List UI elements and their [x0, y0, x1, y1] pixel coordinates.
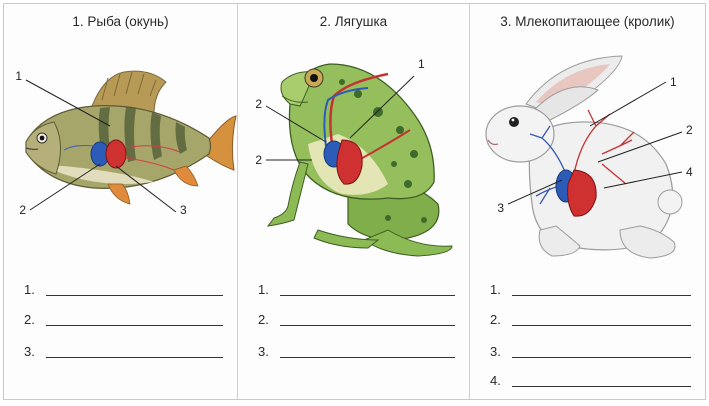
answer-row: 2. [490, 310, 691, 328]
fish-illustration: 1 2 3 [4, 34, 238, 214]
answer-blank[interactable] [280, 357, 455, 358]
answer-row: 1. [490, 280, 691, 298]
answer-blank[interactable] [46, 357, 223, 358]
worksheet: 1. Рыба (окунь) [3, 3, 706, 400]
rabbit-illustration: 1 2 3 4 [470, 34, 705, 264]
rabbit-callout-2: 2 [686, 123, 693, 137]
frog-callout-2a: 2 [255, 97, 262, 111]
fish-callout-3: 3 [180, 203, 187, 214]
panel-title: 2. Лягушка [238, 14, 469, 29]
answer-row: 1. [258, 280, 455, 298]
answer-row: 4. [490, 371, 691, 389]
frog-illustration: 1 2 2 [238, 34, 470, 264]
answer-blank[interactable] [512, 295, 691, 296]
rabbit-callout-3: 3 [497, 201, 504, 215]
answer-row: 3. [258, 342, 455, 360]
panel-rabbit: 3. Млекопитающее (кролик) [470, 4, 705, 399]
answer-row: 2. [24, 310, 223, 328]
answer-blank[interactable] [280, 295, 455, 296]
answer-blank[interactable] [280, 325, 455, 326]
panel-frog: 2. Лягушка [238, 4, 470, 399]
panel-fish: 1. Рыба (окунь) [4, 4, 238, 399]
answer-row: 3. [490, 342, 691, 360]
answer-row: 1. [24, 280, 223, 298]
answer-blank[interactable] [512, 386, 691, 387]
fish-callout-1: 1 [15, 69, 22, 83]
rabbit-callout-1: 1 [670, 75, 677, 89]
panel-title: 3. Млекопитающее (кролик) [470, 14, 705, 29]
answer-blank[interactable] [46, 325, 223, 326]
answer-blank[interactable] [512, 325, 691, 326]
answer-row: 3. [24, 342, 223, 360]
rabbit-callout-4: 4 [686, 165, 693, 179]
answer-row: 2. [258, 310, 455, 328]
panel-title: 1. Рыба (окунь) [4, 14, 237, 29]
fish-callout-2: 2 [19, 203, 26, 214]
frog-callout-2b: 2 [255, 153, 262, 167]
frog-callout-1: 1 [418, 57, 425, 71]
answer-blank[interactable] [46, 295, 223, 296]
answer-blank[interactable] [512, 357, 691, 358]
